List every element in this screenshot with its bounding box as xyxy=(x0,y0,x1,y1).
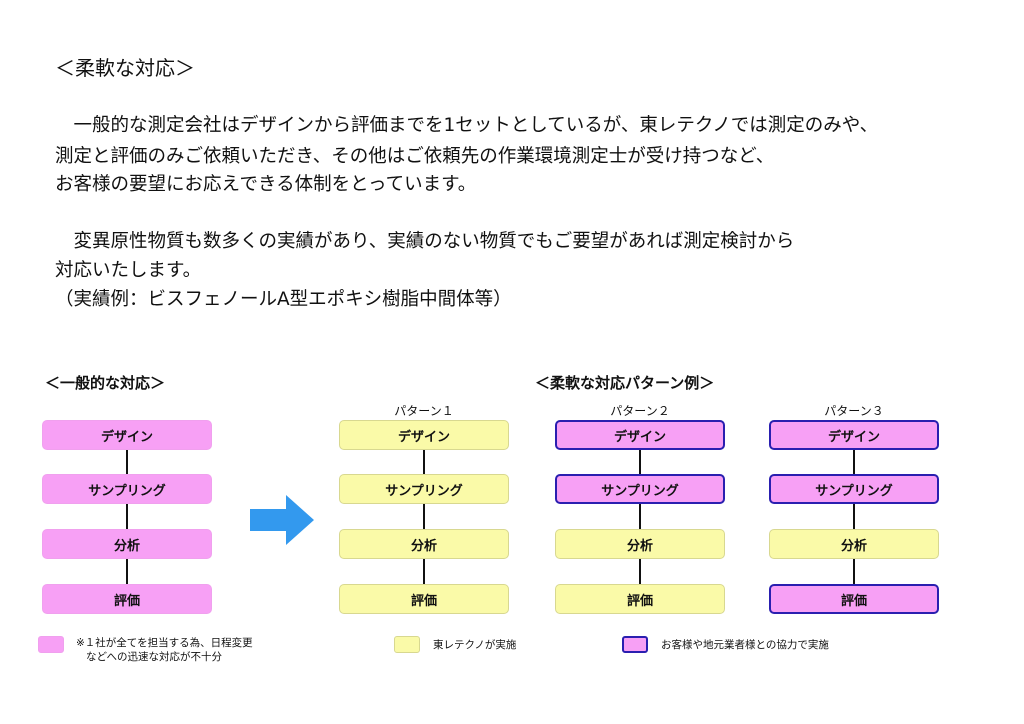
pattern-label: パターン１ xyxy=(394,404,454,418)
step-box: デザイン xyxy=(769,420,939,450)
connector-line xyxy=(423,450,425,584)
paragraph2-line: 変異原性物質も数多くの実績があり、実績のない物質でもご要望があれば測定検討から xyxy=(55,231,795,252)
legend-pink-line: などへの迅速な対応が不十分 xyxy=(86,651,222,663)
legend-swatch-pink xyxy=(38,636,64,653)
section-title: ＜柔軟な対応＞ xyxy=(55,56,195,80)
step-box: デザイン xyxy=(42,420,212,450)
step-box: 評価 xyxy=(42,584,212,614)
legend-swatch-yellow xyxy=(394,636,420,653)
step-box: サンプリング xyxy=(339,474,509,504)
connector-line xyxy=(639,450,641,584)
step-box: サンプリング xyxy=(769,474,939,504)
right-arrow-icon xyxy=(250,495,314,545)
step-box: 分析 xyxy=(555,529,725,559)
pattern-label: パターン２ xyxy=(610,404,670,418)
paragraph1-line: 一般的な測定会社はデザインから評価までを1セットとしているが、東レテクノでは測定… xyxy=(55,115,879,136)
step-box: サンプリング xyxy=(42,474,212,504)
step-box: サンプリング xyxy=(555,474,725,504)
pattern-label: パターン３ xyxy=(824,404,884,418)
connector-line xyxy=(853,450,855,584)
legend-blue-text: お客様や地元業者様との協力で実施 xyxy=(661,639,829,651)
step-box: デザイン xyxy=(339,420,509,450)
general-heading: ＜一般的な対応＞ xyxy=(45,374,166,392)
paragraph2-line: 対応いたします。 xyxy=(55,260,202,281)
step-box: 評価 xyxy=(769,584,939,614)
legend-swatch-blue xyxy=(622,636,648,653)
step-box: デザイン xyxy=(555,420,725,450)
legend-yellow-text: 東レテクノが実施 xyxy=(433,639,517,651)
legend-pink-text: ※１社が全てを担当する為、日程変更などへの迅速な対応が不十分 xyxy=(76,636,253,664)
paragraph2-line: （実績例：ビスフェノールA型エポキシ樹脂中間体等） xyxy=(55,289,512,310)
step-box: 分析 xyxy=(339,529,509,559)
paragraph1-line: お客様の要望にお応えできる体制をとっています。 xyxy=(55,174,477,195)
flexible-heading: ＜柔軟な対応パターン例＞ xyxy=(535,374,715,392)
step-box: 評価 xyxy=(339,584,509,614)
step-box: 分析 xyxy=(42,529,212,559)
step-box: 評価 xyxy=(555,584,725,614)
connector-line xyxy=(126,450,128,584)
paragraph1-line: 測定と評価のみご依頼いただき、その他はご依頼先の作業環境測定士が受け持つなど、 xyxy=(55,146,775,167)
step-box: 分析 xyxy=(769,529,939,559)
legend-pink-line: ※１社が全てを担当する為、日程変更 xyxy=(76,637,253,649)
